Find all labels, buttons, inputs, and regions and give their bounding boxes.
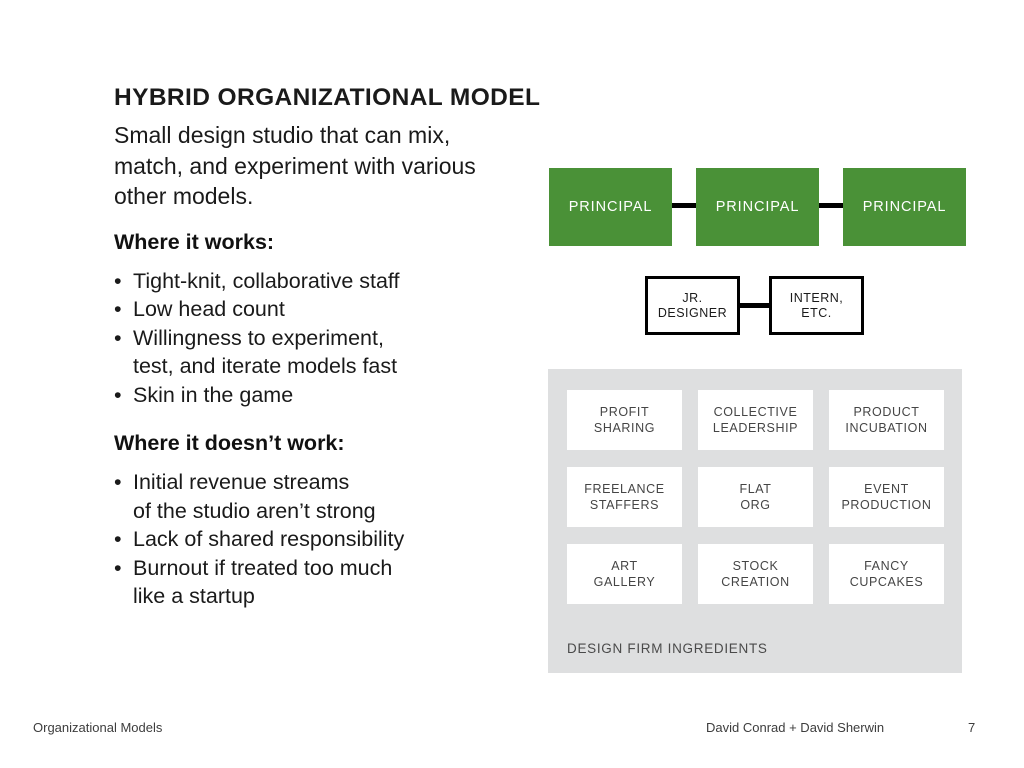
- ingredient-line2: SHARING: [593, 421, 656, 435]
- intern-box: INTERN, ETC.: [769, 276, 864, 335]
- ingredient-card-art-gallery: ART GALLERY: [567, 544, 682, 604]
- design-firm-ingredients-panel: PROFIT SHARING COLLECTIVE LEADERSHIP PRO…: [548, 369, 962, 673]
- junior-designer-line1: JR.: [682, 290, 703, 305]
- intern-label: INTERN, ETC.: [790, 291, 844, 321]
- ingredient-card-flat-org: FLAT ORG: [698, 467, 813, 527]
- ingredients-grid: PROFIT SHARING COLLECTIVE LEADERSHIP PRO…: [567, 390, 944, 604]
- principal-label: PRINCIPAL: [715, 199, 800, 215]
- ingredient-line1: ART: [611, 559, 638, 573]
- list-item: • Lack of shared responsibility: [114, 525, 514, 554]
- ingredient-label: FREELANCE STAFFERS: [584, 481, 664, 513]
- ingredient-label: FANCY CUPCAKES: [850, 558, 924, 590]
- ingredient-line2: CREATION: [721, 575, 790, 589]
- bullet-dot-icon: •: [114, 470, 122, 494]
- left-content-column: Small design studio that can mix, match,…: [114, 120, 514, 611]
- ingredient-label: EVENT PRODUCTION: [841, 481, 931, 513]
- junior-designer-label: JR. DESIGNER: [658, 291, 727, 321]
- connector-junior-intern: [740, 303, 769, 308]
- ingredient-label: ART GALLERY: [594, 558, 656, 590]
- ingredient-card-product-incubation: PRODUCT INCUBATION: [829, 390, 944, 450]
- list-item-line1: Initial revenue streams: [133, 470, 350, 494]
- list-item-line1: Willingness to experiment,: [133, 325, 384, 350]
- list-item: • Initial revenue streams of the studio …: [114, 468, 514, 525]
- where-it-doesnt-work-heading: Where it doesn’t work:: [114, 431, 345, 455]
- ingredient-card-profit-sharing: PROFIT SHARING: [567, 390, 682, 450]
- intern-line1: INTERN,: [789, 290, 844, 305]
- ingredient-card-collective-leadership: COLLECTIVE LEADERSHIP: [698, 390, 813, 450]
- bullet-dot-icon: •: [114, 527, 122, 551]
- ingredient-line1: FANCY: [864, 559, 909, 573]
- ingredient-label: PRODUCT INCUBATION: [845, 404, 927, 436]
- ingredient-line2: PRODUCTION: [841, 498, 932, 512]
- bullet-dot-icon: •: [114, 268, 122, 293]
- junior-designer-line2: DESIGNER: [657, 305, 728, 320]
- where-it-works-heading: Where it works:: [114, 229, 275, 254]
- ingredient-line2: GALLERY: [593, 575, 656, 589]
- ingredient-line1: STOCK: [732, 559, 779, 573]
- ingredient-card-stock-creation: STOCK CREATION: [698, 544, 813, 604]
- where-it-doesnt-work-list: • Initial revenue streams of the studio …: [114, 468, 514, 611]
- principal-label: PRINCIPAL: [568, 199, 653, 215]
- list-item: • Skin in the game: [114, 381, 514, 410]
- ingredient-label: STOCK CREATION: [721, 558, 789, 590]
- list-item: • Tight-knit, collaborative staff: [114, 267, 514, 296]
- page-title: HYBRID ORGANIZATIONAL MODEL: [114, 84, 541, 112]
- principal-box-2: PRINCIPAL: [696, 168, 819, 246]
- footer-authors: David Conrad + David Sherwin: [706, 720, 885, 735]
- list-item: • Low head count: [114, 295, 514, 324]
- intro-paragraph: Small design studio that can mix, match,…: [114, 122, 476, 209]
- principal-box-3: PRINCIPAL: [843, 168, 966, 246]
- where-it-works-list: • Tight-knit, collaborative staff • Low …: [114, 267, 514, 410]
- bullet-dot-icon: •: [114, 325, 122, 350]
- list-item-line1: Tight-knit, collaborative staff: [133, 268, 400, 293]
- connector-principal-1-2: [672, 203, 696, 208]
- ingredient-line1: EVENT: [864, 482, 909, 496]
- ingredient-label: FLAT ORG: [739, 481, 771, 513]
- ingredient-line1: FLAT: [739, 482, 772, 496]
- ingredient-label: COLLECTIVE LEADERSHIP: [713, 404, 798, 436]
- ingredients-caption: DESIGN FIRM INGREDIENTS: [567, 641, 768, 656]
- footer-page-number: 7: [968, 720, 976, 735]
- list-item-line2: like a startup: [133, 584, 255, 608]
- spacer: [114, 409, 514, 431]
- list-item-line1: Skin in the game: [133, 382, 294, 407]
- ingredient-line1: PRODUCT: [853, 405, 920, 419]
- list-item: • Willingness to experiment, test, and i…: [114, 324, 514, 381]
- list-item-line2: test, and iterate models fast: [133, 354, 398, 378]
- list-item: • Burnout if treated too much like a sta…: [114, 554, 514, 611]
- bullet-dot-icon: •: [114, 297, 122, 321]
- bullet-dot-icon: •: [114, 555, 122, 580]
- footer-deck-title: Organizational Models: [33, 720, 163, 735]
- ingredient-line2: STAFFERS: [589, 498, 660, 512]
- intern-line2: ETC.: [801, 305, 832, 320]
- ingredient-line1: FREELANCE: [584, 482, 665, 496]
- ingredient-line1: COLLECTIVE: [713, 405, 798, 419]
- principal-label: PRINCIPAL: [862, 199, 947, 215]
- ingredient-line2: ORG: [740, 498, 771, 512]
- ingredient-line2: LEADERSHIP: [712, 421, 799, 435]
- ingredient-line1: PROFIT: [599, 405, 650, 419]
- ingredient-card-event-production: EVENT PRODUCTION: [829, 467, 944, 527]
- ingredient-line2: CUPCAKES: [849, 575, 924, 589]
- list-item-line1: Lack of shared responsibility: [133, 527, 405, 551]
- spacer: [114, 456, 514, 468]
- list-item-line1: Burnout if treated too much: [133, 555, 393, 580]
- ingredient-line2: INCUBATION: [845, 421, 928, 435]
- connector-principal-2-3: [819, 203, 843, 208]
- ingredient-card-fancy-cupcakes: FANCY CUPCAKES: [829, 544, 944, 604]
- bullet-dot-icon: •: [114, 382, 122, 407]
- ingredient-card-freelance-staffers: FREELANCE STAFFERS: [567, 467, 682, 527]
- list-item-line2: of the studio aren’t strong: [133, 498, 376, 523]
- spacer: [114, 212, 514, 230]
- principal-box-1: PRINCIPAL: [549, 168, 672, 246]
- list-item-line1: Low head count: [133, 297, 285, 321]
- spacer: [114, 255, 514, 267]
- ingredient-label: PROFIT SHARING: [594, 404, 655, 436]
- junior-designer-box: JR. DESIGNER: [645, 276, 740, 335]
